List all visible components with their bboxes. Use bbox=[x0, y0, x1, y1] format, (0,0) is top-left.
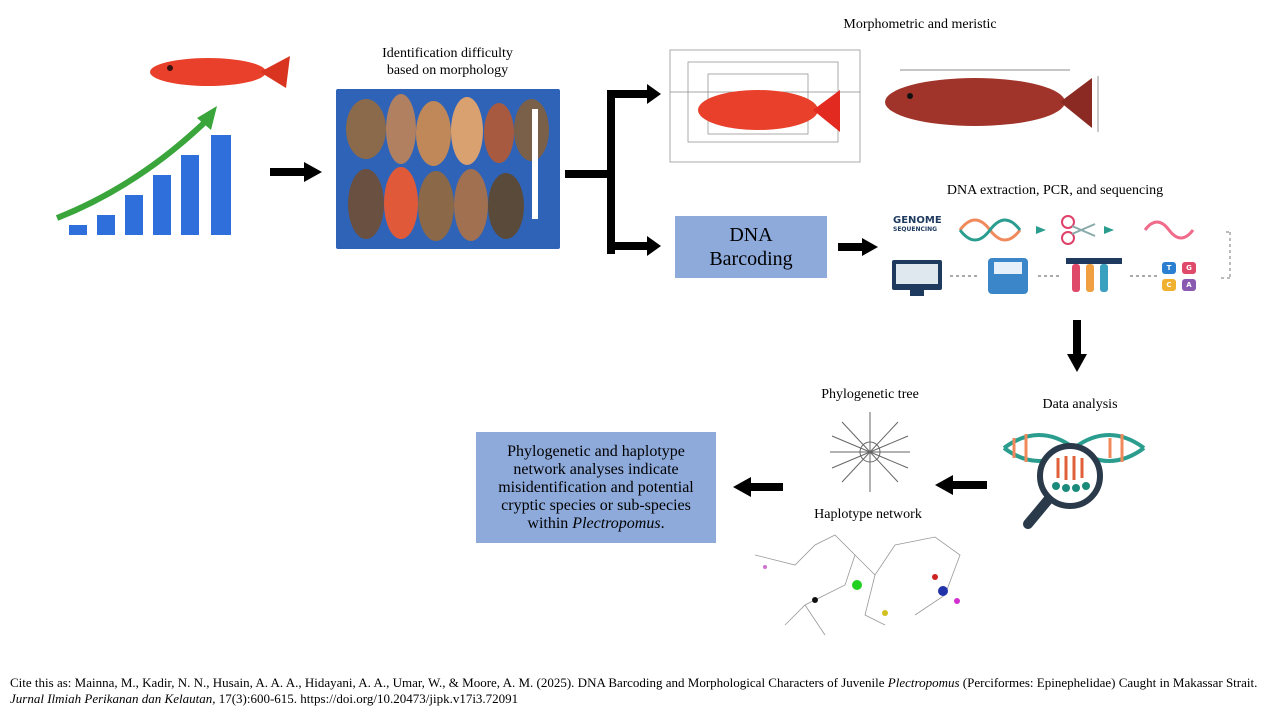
fish-measurement-image bbox=[880, 62, 1110, 147]
genome-text: GENOME bbox=[893, 215, 942, 226]
phylogenetic-tree-icon bbox=[822, 408, 917, 496]
dna-extraction-label: DNA extraction, PCR, and sequencing bbox=[946, 183, 1164, 198]
morphometric-label: Morphometric and meristic bbox=[843, 17, 997, 32]
left-arrow-icon bbox=[733, 477, 783, 497]
morphometric-diagram bbox=[668, 42, 864, 170]
base-t: T bbox=[1162, 262, 1176, 274]
citation-suffix: 17(3):600-615. https://doi.org/10.20473/… bbox=[218, 691, 519, 706]
dna-magnifier-icon bbox=[1000, 428, 1150, 533]
haplotype-network-icon bbox=[745, 525, 980, 637]
citation-middle: (Perciformes: Epinephelidae) Caught in M… bbox=[962, 675, 1258, 690]
base-a: A bbox=[1182, 279, 1196, 291]
genome-sequencing-logo: GENOME SEQUENCING bbox=[893, 215, 953, 234]
conclusion-box: Phylogenetic and haplotype network analy… bbox=[476, 432, 716, 543]
citation-journal: Jurnal Ilmiah Perikanan dan Kelautan, bbox=[10, 691, 216, 706]
conclusion-end: . bbox=[660, 514, 665, 532]
dna-barcoding-text: DNA Barcoding bbox=[709, 224, 793, 270]
conclusion-text: Phylogenetic and haplotype network analy… bbox=[482, 443, 710, 533]
conclusion-genus: Plectropomus bbox=[572, 514, 661, 532]
haplotype-network-label: Haplotype network bbox=[814, 507, 922, 522]
base-c: C bbox=[1162, 279, 1176, 291]
base-hexagons: T G C A bbox=[1162, 262, 1202, 296]
dna-barcoding-box: DNA Barcoding bbox=[675, 216, 827, 278]
red-grouper-image bbox=[148, 52, 293, 92]
citation-text: Cite this as: Mainna, M., Kadir, N. N., … bbox=[10, 675, 1275, 707]
data-analysis-label: Data analysis bbox=[1042, 397, 1118, 412]
down-arrow-icon bbox=[1067, 320, 1087, 372]
sequencing-workflow-icon bbox=[890, 200, 1235, 300]
base-g: G bbox=[1182, 262, 1196, 274]
left-arrow-icon bbox=[935, 475, 987, 495]
identification-label: Identification difficulty based on morph… bbox=[382, 46, 513, 78]
growth-chart-icon bbox=[55, 100, 245, 240]
conclusion-main: Phylogenetic and haplotype network analy… bbox=[498, 442, 694, 532]
branch-arrow-icon bbox=[565, 82, 665, 257]
phylogenetic-tree-label: Phylogenetic tree bbox=[821, 387, 919, 402]
juvenile-fish-photo bbox=[336, 89, 560, 249]
right-arrow-icon bbox=[838, 238, 878, 256]
citation-genus: Plectropomus bbox=[887, 675, 960, 690]
right-arrow-icon bbox=[270, 162, 322, 182]
citation-prefix: Cite this as: Mainna, M., Kadir, N. N., … bbox=[10, 675, 885, 690]
sequencing-text: SEQUENCING bbox=[893, 226, 938, 233]
